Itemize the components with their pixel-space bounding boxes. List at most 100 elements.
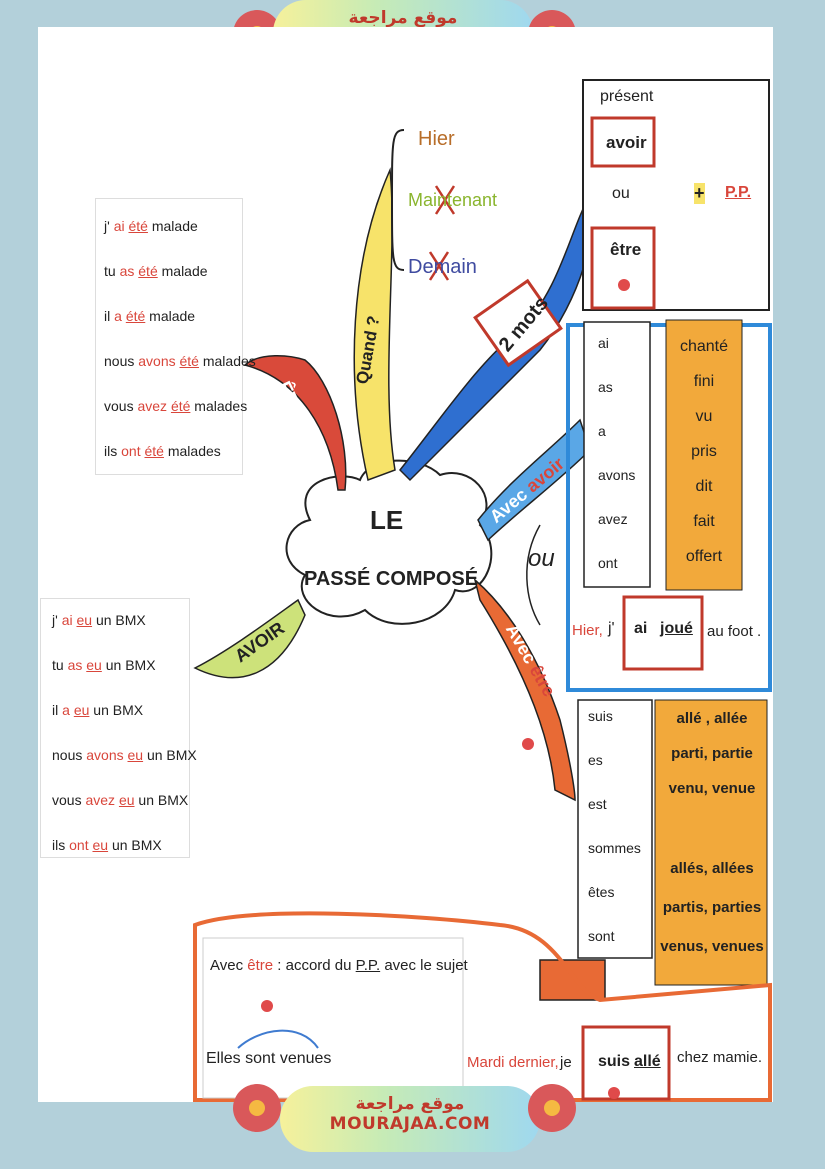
avoir-aux-item: avez <box>598 511 628 527</box>
avoir-pp-item: vu <box>695 408 713 425</box>
avoir-conj-row: il a eu un BMX <box>52 702 143 718</box>
avoir-conj-pronoun: nous <box>52 747 87 763</box>
quand-maintenant: Maintenant <box>408 190 498 210</box>
etre-ex-rest: chez mamie. <box>677 1049 763 1066</box>
avoir-aux-item: ont <box>598 555 618 571</box>
demain-cross <box>428 251 450 281</box>
avoir-conjugation-box <box>40 598 190 858</box>
etre-conj-adj: malades <box>198 353 256 369</box>
etre-aux-box <box>577 699 653 959</box>
etre-conjugation-box <box>95 198 243 475</box>
ou-label: ou <box>528 545 555 572</box>
avec-etre-branch <box>473 577 576 802</box>
site-badge-bottom[interactable]: موقع مراجعة MOURAJAA.COM <box>280 1086 540 1152</box>
etre-pp-box <box>654 699 768 986</box>
avoir-conj-pp: eu <box>73 702 90 718</box>
avoir-ex-joue: joué <box>660 620 693 637</box>
etre-conj-pp: été <box>144 443 164 459</box>
present-avoir: avoir <box>606 133 647 152</box>
etre-dot <box>618 279 630 291</box>
maintenant-cross <box>434 185 456 215</box>
etre-conj-pronoun: il <box>104 308 115 324</box>
etre-conj-aux: avez <box>137 398 171 414</box>
etre-conj-row: nous avons été malades <box>104 353 256 369</box>
accord-rest2: avec le sujet <box>384 957 468 974</box>
etre-conj-pronoun: j' <box>104 218 114 234</box>
etre-conj-aux: avons <box>138 353 180 369</box>
etre-conj-aux: ai <box>113 218 129 234</box>
accord-rest: : accord du <box>277 957 352 974</box>
accord-arc <box>237 1029 319 1049</box>
etre-conj-aux: as <box>119 263 139 279</box>
etre-aux-item: est <box>588 796 607 812</box>
avoir-frame <box>590 116 656 168</box>
accord-dot <box>261 1000 273 1012</box>
avoir-pp-box <box>665 319 743 591</box>
etre-ex-alle: allé <box>634 1053 661 1070</box>
quand-branch <box>353 167 396 481</box>
avoir-conj-row: j' ai eu un BMX <box>52 612 146 628</box>
avoir-pp-item: pris <box>691 443 717 460</box>
accord-avec: Avec <box>210 957 244 974</box>
avoir-conj-pp: eu <box>118 792 135 808</box>
avoir-conj-aux: as <box>67 657 87 673</box>
avoir-aux-item: ai <box>598 335 609 351</box>
avoir-pp-item: chanté <box>679 338 729 355</box>
etre-conj-row: tu as été malade <box>104 263 208 279</box>
etre-pp-plural: venus, venues <box>660 938 764 955</box>
accord-example: Elles sont venues <box>206 1050 332 1067</box>
avoir-ex-je: j' <box>608 620 615 637</box>
avoir-conj-pp: eu <box>127 747 144 763</box>
etre-conj-adj: malade <box>147 218 198 234</box>
etre-pp-plural: allés, allées <box>670 860 754 877</box>
etre-pp-singular: allé , allée <box>676 710 748 727</box>
avoir-conj-row: vous avez eu un BMX <box>52 792 188 808</box>
etre-ex-mardi: Mardi dernier, <box>467 1054 559 1071</box>
avoir-pp-item: dit <box>695 478 713 495</box>
etre-conj-pp: été <box>128 218 148 234</box>
avoir-pp-item: offert <box>685 548 723 565</box>
accord-etre: être <box>247 957 274 974</box>
avoir-conj-pp: eu <box>76 612 93 628</box>
avoir-aux-item: a <box>598 423 606 439</box>
etre-branch <box>243 354 347 491</box>
present-etre: être <box>610 240 642 259</box>
center-title-le: LE <box>370 505 404 535</box>
etre-conj-pp: été <box>138 263 158 279</box>
etre-conj-row: ils ont été malades <box>104 443 221 459</box>
ai-joue-frame <box>622 595 704 671</box>
avoir-ex-hier: Hier, <box>572 622 603 639</box>
etre-conj-row: il a été malade <box>104 308 195 324</box>
quand-hier: Hier <box>418 128 455 150</box>
ou-arrow <box>526 524 541 626</box>
etre-conj-pronoun: ils <box>104 443 122 459</box>
avoir-conj-aux: a <box>62 702 74 718</box>
avoir-conj-obj: un BMX <box>143 747 197 763</box>
etre-aux-item: es <box>588 752 603 768</box>
etre-frame <box>590 226 656 310</box>
avoir-conj-obj: un BMX <box>134 792 189 808</box>
avoir-conj-pp: eu <box>86 657 102 673</box>
center-title-passe-compose: PASSÉ COMPOSÉ <box>304 568 479 590</box>
etre-conj-aux: a <box>114 308 126 324</box>
avoir-conj-pronoun: ils <box>52 837 70 853</box>
etre-conj-adj: malades <box>190 398 248 414</box>
etre-conj-pronoun: vous <box>104 398 138 414</box>
etre-conj-row: vous avez été malades <box>104 398 247 414</box>
accord-pp: P.P. <box>355 957 381 974</box>
etre-conj-pronoun: tu <box>104 263 120 279</box>
suis-alle-frame <box>581 1025 671 1101</box>
avoir-conj-aux: avons <box>86 747 128 763</box>
avoir-conj-row: ils ont eu un BMX <box>52 837 162 853</box>
etre-conj-adj: malade <box>157 263 208 279</box>
avoir-aux-box <box>583 321 651 588</box>
present-box <box>582 79 770 311</box>
etre-ex-suis: suis <box>598 1053 631 1070</box>
avoir-conj-aux: avez <box>85 792 119 808</box>
avoir-aux-item: as <box>598 379 613 395</box>
etre-aux-item: suis <box>588 708 613 724</box>
accord-sentence: Avec être : accord du P.P. avec le sujet <box>210 957 468 974</box>
avoir-branch <box>193 598 306 679</box>
etre-conj-pp: été <box>170 398 191 414</box>
